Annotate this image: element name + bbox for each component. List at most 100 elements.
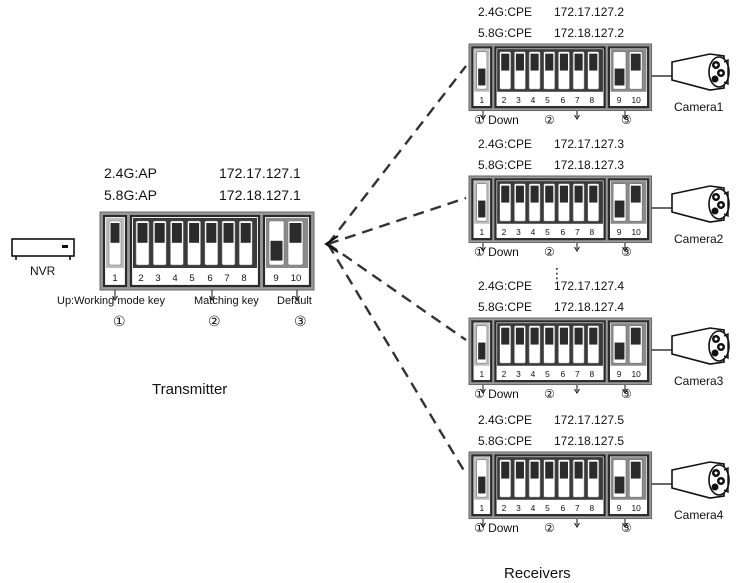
tx-band-24: 2.4G:AP	[104, 165, 157, 181]
rx3-camera-icon-lens-c	[711, 349, 719, 357]
rx4-camera-icon-lens-c	[711, 483, 719, 491]
rx2-lever-1-knob	[478, 200, 486, 218]
rx3-arrow-2-head	[574, 388, 580, 394]
rx3-down-label: ① Down	[474, 387, 519, 401]
tx-num-6: 6	[207, 273, 212, 284]
rx1-camera-label: Camera1	[674, 100, 724, 114]
rx2-num-3: 3	[516, 227, 521, 237]
tx-arrow-3-head	[294, 295, 300, 301]
rx3-arrow-1-head	[480, 388, 486, 394]
nvr-body	[11, 238, 75, 257]
rx4-num-3: 3	[516, 503, 521, 513]
rx1-num-5: 5	[545, 95, 550, 105]
rx3-num-9: 9	[617, 369, 622, 379]
tx-num-2: 2	[138, 273, 143, 284]
tx-lever-5-knob	[189, 223, 200, 243]
rx2-lever-6-knob	[559, 185, 568, 203]
rx4-lever-1-knob	[478, 476, 486, 494]
rx4-arrow-3-head	[622, 522, 628, 528]
rx4-arrow-1-head	[480, 522, 486, 528]
rx4-camera-icon-lens-b-glint	[719, 479, 723, 483]
tx-lever-4-knob	[171, 223, 182, 243]
rx2-lever-2-knob	[501, 185, 510, 203]
rx2-num-10: 10	[632, 227, 642, 237]
tx-lever-10-knob	[289, 223, 302, 243]
tx-num-5: 5	[189, 273, 194, 284]
rx2-arrow-3-head	[622, 246, 628, 252]
rx1-down-label: ① Down	[474, 113, 519, 127]
rx1-lever-4-knob	[530, 53, 539, 71]
rx1-num-7: 7	[575, 95, 580, 105]
rx4-num-4: 4	[531, 503, 536, 513]
rx2-camera-label: Camera2	[674, 232, 724, 246]
rx1-arrow-3-head	[622, 114, 628, 120]
rx4-circled-2: ②	[544, 521, 555, 535]
rx1-num-9: 9	[617, 95, 622, 105]
rx3-num-3: 3	[516, 369, 521, 379]
rx3-band-58: 5.8G:CPE	[478, 300, 533, 314]
rx4-wireless-link	[326, 243, 468, 475]
rx1-num-3: 3	[516, 95, 521, 105]
rx2-lever-5-knob	[545, 185, 554, 203]
tx-arrow-2-head	[209, 295, 215, 301]
rx4-ip-24: 172.17.127.5	[554, 413, 625, 427]
rx3-num-4: 4	[531, 369, 536, 379]
rx4-lever-3-knob	[515, 461, 524, 479]
rx2-num-5: 5	[545, 227, 550, 237]
rx3-circled-2: ②	[544, 387, 555, 401]
rx3-lever-10-knob	[630, 327, 641, 345]
rx2-num-4: 4	[531, 227, 536, 237]
rx4-num-2: 2	[502, 503, 507, 513]
rx4-num-1: 1	[479, 503, 484, 513]
rx1-wireless-link	[327, 65, 467, 245]
rx1-camera-icon-lens-c	[711, 75, 719, 83]
rx4-lever-4-knob	[530, 461, 539, 479]
rx4-band-58: 5.8G:CPE	[478, 434, 533, 448]
rx1-camera-icon-lens-a-glint	[714, 63, 718, 67]
rx2-arrow-2-head	[574, 246, 580, 252]
rx4-lever-9-knob	[614, 476, 625, 494]
rx2-num-1: 1	[479, 227, 484, 237]
tx-default-label: Default	[277, 295, 312, 307]
rx2-ip-24: 172.17.127.3	[554, 137, 625, 151]
rx3-camera-icon-lens-b-glint	[719, 345, 723, 349]
rx3-lever-7-knob	[574, 327, 583, 345]
tx-lever-8-knob	[240, 223, 251, 243]
rx3-num-2: 2	[502, 369, 507, 379]
rx1-camera-icon-lens-b-glint	[719, 71, 723, 75]
rx4-num-8: 8	[589, 503, 594, 513]
rx1-num-2: 2	[502, 95, 507, 105]
rx1-arrow-2-head	[574, 114, 580, 120]
rx2-num-9: 9	[617, 227, 622, 237]
tx-lever-9-knob	[270, 240, 283, 261]
rx1-lever-3-knob	[515, 53, 524, 71]
rx4-circled-3: ③	[621, 521, 632, 535]
rx2-camera-icon-lens-b-glint	[719, 203, 723, 207]
rx2-num-7: 7	[575, 227, 580, 237]
rx4-down-label: ① Down	[474, 521, 519, 535]
link-arrowhead	[324, 235, 339, 253]
nvr-led	[62, 245, 68, 248]
rx4-num-6: 6	[560, 503, 565, 513]
rx3-num-7: 7	[575, 369, 580, 379]
rx2-num-8: 8	[589, 227, 594, 237]
rx3-ip-24: 172.17.127.4	[554, 279, 625, 293]
rx1-circled-3: ③	[621, 113, 632, 127]
rx1-num-8: 8	[589, 95, 594, 105]
rx1-lever-10-knob	[630, 53, 641, 71]
rx1-lever-5-knob	[545, 53, 554, 71]
rx2-circled-2: ②	[544, 245, 555, 259]
rx2-camera-icon-lens-a-glint	[714, 195, 718, 199]
rx3-num-1: 1	[479, 369, 484, 379]
rx1-arrow-1-head	[480, 114, 486, 120]
rx2-lever-3-knob	[515, 185, 524, 203]
rx4-camera-icon-hood	[723, 466, 729, 494]
rx4-arrow-2-head	[574, 522, 580, 528]
rx1-band-58: 5.8G:CPE	[478, 26, 533, 40]
tx-num-1: 1	[112, 273, 117, 284]
rx4-camera-icon-lens-a-glint	[714, 471, 718, 475]
